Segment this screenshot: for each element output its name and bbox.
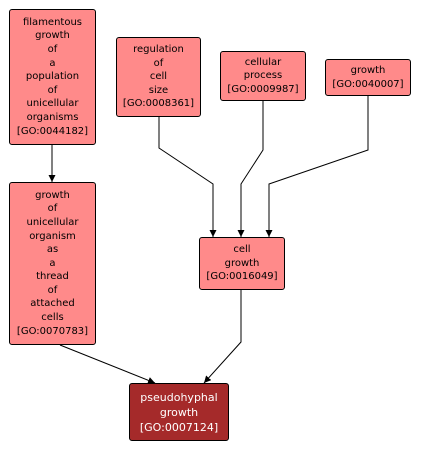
go-node-cell-growth[interactable]: cell growth [GO:0016049] bbox=[199, 237, 285, 290]
go-node-cellular-process[interactable]: cellular process [GO:0009987] bbox=[220, 51, 306, 101]
go-term-name: regulation of cell size bbox=[133, 44, 184, 96]
go-term-name: cell growth bbox=[224, 244, 260, 269]
go-node-filamentous-growth[interactable]: filamentous growth of a population of un… bbox=[9, 9, 96, 145]
go-node-thread-growth[interactable]: growth of unicellular organism as a thre… bbox=[9, 182, 96, 345]
go-term-id: [GO:0016049] bbox=[206, 271, 278, 283]
go-term-id: [GO:0009987] bbox=[227, 83, 299, 95]
go-term-id: [GO:0007124] bbox=[139, 420, 219, 434]
go-node-regulation-of-cell-size[interactable]: regulation of cell size [GO:0008361] bbox=[116, 37, 201, 117]
go-term-name: filamentous growth of a population of un… bbox=[22, 16, 83, 123]
go-term-name: pseudohyphal growth bbox=[140, 390, 218, 419]
edge-cellular-process-to-cell-growth bbox=[237, 101, 264, 237]
edge-cell-growth-to-pseudohyphal-growth bbox=[203, 290, 242, 384]
go-node-growth[interactable]: growth [GO:0040007] bbox=[325, 59, 411, 96]
go-term-id: [GO:0070783] bbox=[16, 325, 89, 337]
go-term-id: [GO:0008361] bbox=[122, 98, 195, 110]
go-node-pseudohyphal-growth[interactable]: pseudohyphal growth [GO:0007124] bbox=[129, 383, 229, 441]
go-term-name: growth of unicellular organism as a thre… bbox=[26, 189, 79, 324]
go-term-id: [GO:0044182] bbox=[16, 125, 89, 137]
go-term-name: cellular process bbox=[243, 56, 283, 82]
go-term-name: growth bbox=[350, 64, 386, 76]
go-term-id: [GO:0040007] bbox=[332, 78, 404, 90]
edge-growth-to-cell-growth bbox=[265, 96, 369, 237]
edge-thread-growth-to-pseudohyphal-growth bbox=[59, 344, 156, 384]
edge-regulation-of-cell-size-to-cell-growth bbox=[158, 117, 217, 237]
